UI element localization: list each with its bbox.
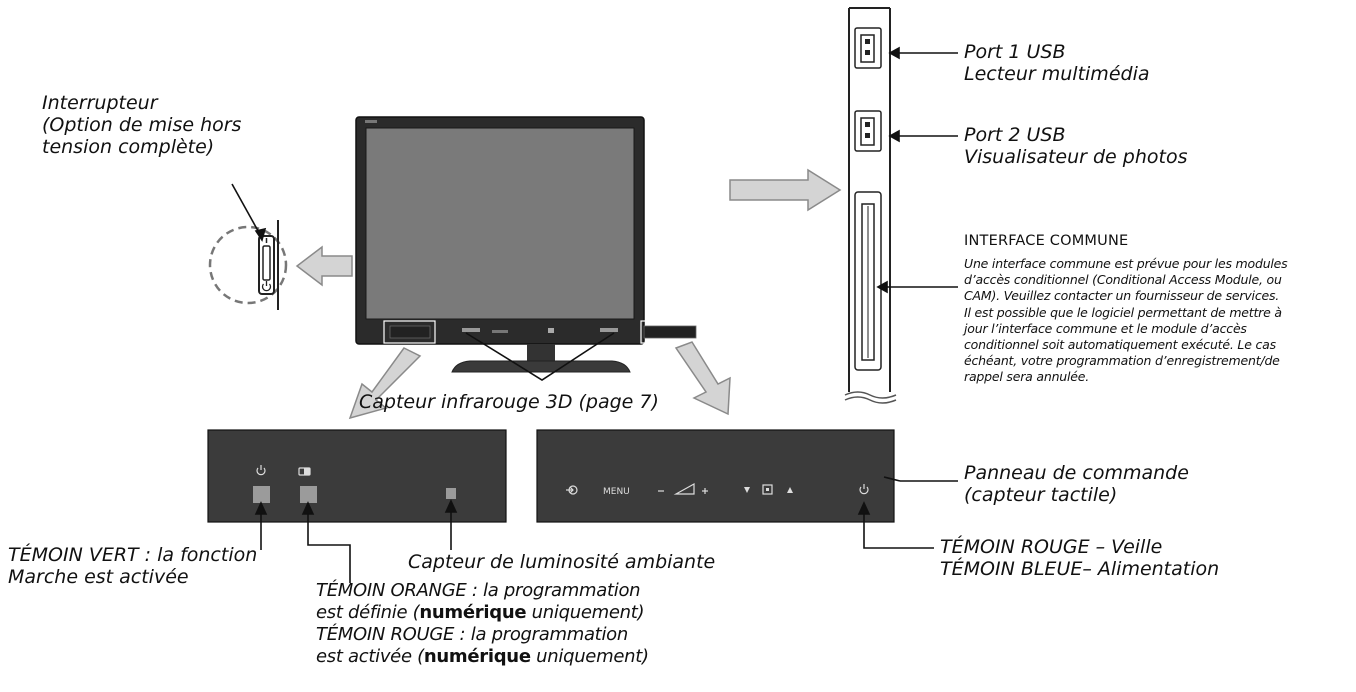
volume-icon[interactable] <box>658 482 708 495</box>
control-panel-label-line: Panneau de commande <box>964 462 1189 484</box>
tv-control-area <box>643 325 697 339</box>
switch-zoom <box>208 220 288 310</box>
orange-led-line-2: est définie (numérique uniquement) <box>316 602 645 623</box>
tv-screen <box>365 127 635 320</box>
red-blue-led-label-line: TÉMOIN BLEUE– Alimentation <box>940 558 1220 580</box>
ci-line: Une interface commune est prévue pour le… <box>964 256 1288 271</box>
usb1-label: Port 1 USB Lecteur multimédia <box>964 41 1150 85</box>
orange-led-line-1: TÉMOIN ORANGE : la programmation <box>316 580 641 601</box>
ci-line: d’accès conditionnel (Conditional Access… <box>964 272 1282 288</box>
arrows <box>295 168 842 420</box>
ci-title: INTERFACE COMMUNE <box>964 233 1129 249</box>
usb-port-icon[interactable] <box>854 27 882 69</box>
menu-button[interactable]: MENU <box>603 487 630 497</box>
ambient-sensor-label: Capteur de luminosité ambiante <box>408 551 716 573</box>
control-panel-label: Panneau de commande (capteur tactile) <box>964 462 1189 506</box>
switch-label-line: (Option de mise hors <box>42 114 242 136</box>
red-blue-led-label-line: TÉMOIN ROUGE – Veille <box>940 536 1163 558</box>
power-icon[interactable] <box>859 484 869 495</box>
ci-line: jour l’interface commune et le module d’… <box>964 320 1247 336</box>
side-panel <box>844 7 897 404</box>
left-front-panel <box>207 429 507 523</box>
orange-red-led-label: TÉMOIN ORANGE : la programmation est déf… <box>316 580 649 668</box>
tv-led-area <box>389 325 431 339</box>
green-led-label-line: TÉMOIN VERT : la fonction <box>8 544 258 566</box>
tv-ir-sensor-left <box>462 328 480 332</box>
switch-label-line: tension complète) <box>42 136 215 158</box>
usb1-label-line: Port 1 USB <box>964 41 1066 63</box>
ci-line: conditionnel soit automatiquement exécut… <box>964 337 1276 353</box>
usb1-label-line: Lecteur multimédia <box>964 63 1150 85</box>
red-led-line-2: est activée (numérique uniquement) <box>316 646 649 667</box>
red-blue-led-label: TÉMOIN ROUGE – Veille TÉMOIN BLEUE– Alim… <box>940 536 1219 580</box>
arrow-to-right-panel <box>674 341 731 416</box>
tv-ir-sensor-right <box>600 328 618 332</box>
green-led-label: TÉMOIN VERT : la fonction Marche est act… <box>8 544 257 588</box>
arrow-to-side-panel <box>729 168 842 212</box>
power-icon <box>261 281 272 292</box>
right-front-panel: MENU <box>536 429 895 523</box>
arrow-to-switch <box>295 245 353 287</box>
tv-ambient-sensor <box>548 328 554 333</box>
switch-rocker[interactable] <box>262 245 271 281</box>
tv-set <box>355 116 701 373</box>
input-icon[interactable] <box>566 485 578 495</box>
tv-stand-base <box>451 360 631 373</box>
control-panel-label-line: (capteur tactile) <box>964 484 1118 506</box>
callout-box-right <box>640 320 701 344</box>
usb2-label-line: Visualisateur de photos <box>964 146 1188 168</box>
channel-icon[interactable] <box>744 484 793 495</box>
card-slot-icon[interactable] <box>854 191 882 371</box>
switch-label: Interrupteur (Option de mise hors tensio… <box>42 92 241 158</box>
usb2-label: Port 2 USB Visualisateur de photos <box>964 124 1187 168</box>
left-panel-bg <box>207 429 507 523</box>
tv-logo <box>492 330 508 333</box>
green-led-indicator <box>253 486 270 503</box>
ci-line: Il est possible que le logiciel permetta… <box>964 304 1282 320</box>
tv-brand-mark <box>365 120 377 123</box>
switch-label-line: Interrupteur <box>42 92 158 114</box>
leader-lines <box>231 46 958 583</box>
ci-line: échéant, votre programmation d’enregistr… <box>964 353 1280 369</box>
ci-line: CAM). Veuillez contacter un fournisseur … <box>964 288 1280 304</box>
timer-icon <box>298 467 311 476</box>
red-led-line-1: TÉMOIN ROUGE : la programmation <box>316 624 628 645</box>
tv-stand-neck <box>527 344 555 362</box>
green-led-label-line: Marche est activée <box>8 566 189 588</box>
break-line-1 <box>844 391 897 399</box>
orange-led-indicator <box>300 486 317 503</box>
break-line-2 <box>844 396 897 404</box>
usb-port-icon[interactable] <box>854 110 882 152</box>
callout-box-left <box>383 320 436 344</box>
arrow-to-left-panel <box>348 347 422 420</box>
power-icon <box>256 465 266 476</box>
ci-line: rappel sera annulée. <box>964 369 1090 385</box>
ir-sensor-label: Capteur infrarouge 3D (page 7) <box>359 391 659 413</box>
ambient-light-sensor <box>446 488 456 499</box>
right-panel-bg <box>536 429 895 523</box>
ci-description: Une interface commune est prévue pour le… <box>964 256 1356 386</box>
usb2-label-line: Port 2 USB <box>964 124 1066 146</box>
